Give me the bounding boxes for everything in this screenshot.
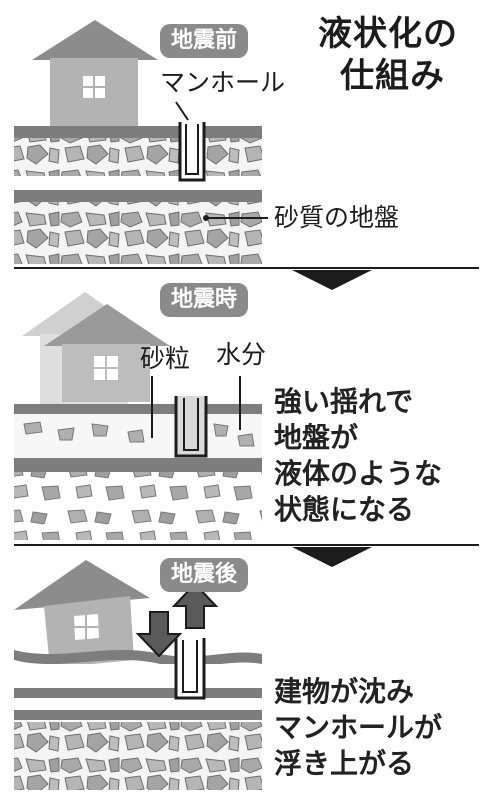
window-icon: [94, 356, 118, 380]
desc-after-1: 建物が沈み: [274, 675, 415, 708]
desc-during-4: 状態になる: [274, 493, 415, 526]
house-roof-tilted: [14, 560, 150, 610]
badge-during: 地震時: [160, 283, 248, 317]
badge-before: 地震前: [160, 24, 248, 58]
manhole-shaft: [178, 122, 206, 182]
manhole-leader: [175, 101, 189, 121]
deep-ground: [14, 472, 262, 540]
desc-after-3: 浮き上がる: [274, 747, 415, 780]
window-icon: [83, 76, 105, 98]
label-water: 水分: [216, 340, 267, 369]
desc-after-2: マンホールが: [274, 711, 443, 744]
desc-during-3: 液体のような: [274, 457, 443, 490]
float-arrow-icon: [171, 582, 219, 629]
surface-layer: [14, 126, 262, 138]
pipe-band: [14, 688, 262, 698]
stage-during-art: [14, 292, 262, 540]
desc-during-1: 強い揺れで: [274, 385, 414, 418]
raised-manhole: [174, 638, 206, 700]
pipe-band-lower: [14, 710, 262, 720]
down-arrow-icon: [292, 547, 372, 567]
stage-before-art: [14, 20, 268, 264]
surface-layer: [14, 404, 262, 414]
window-icon: [74, 614, 99, 640]
stage-after-art: [14, 560, 262, 790]
label-manhole: マンホール: [160, 68, 286, 97]
floating-sand-grains: [23, 421, 255, 447]
pipe-band: [14, 458, 262, 472]
desc-during-2: 地盤が: [274, 421, 359, 454]
badge-after: 地震後: [160, 558, 248, 592]
pipe-band: [14, 190, 262, 202]
deep-ground: [14, 722, 262, 790]
sink-arrow-icon: [135, 611, 183, 658]
title-line-1: 液状化の: [318, 14, 458, 54]
label-sand-grain: 砂粒: [140, 344, 191, 373]
sandy-ground: [14, 202, 262, 264]
manhole-shaft: [174, 396, 208, 458]
house-roof: [32, 20, 158, 60]
upper-soil: [14, 138, 262, 176]
label-sandy-ground: 砂質の地盤: [274, 203, 400, 232]
house-roof: [44, 304, 170, 346]
upper-soil: [14, 664, 262, 690]
down-arrow-icon: [292, 270, 372, 290]
title-line-2: 仕組み: [340, 56, 445, 96]
